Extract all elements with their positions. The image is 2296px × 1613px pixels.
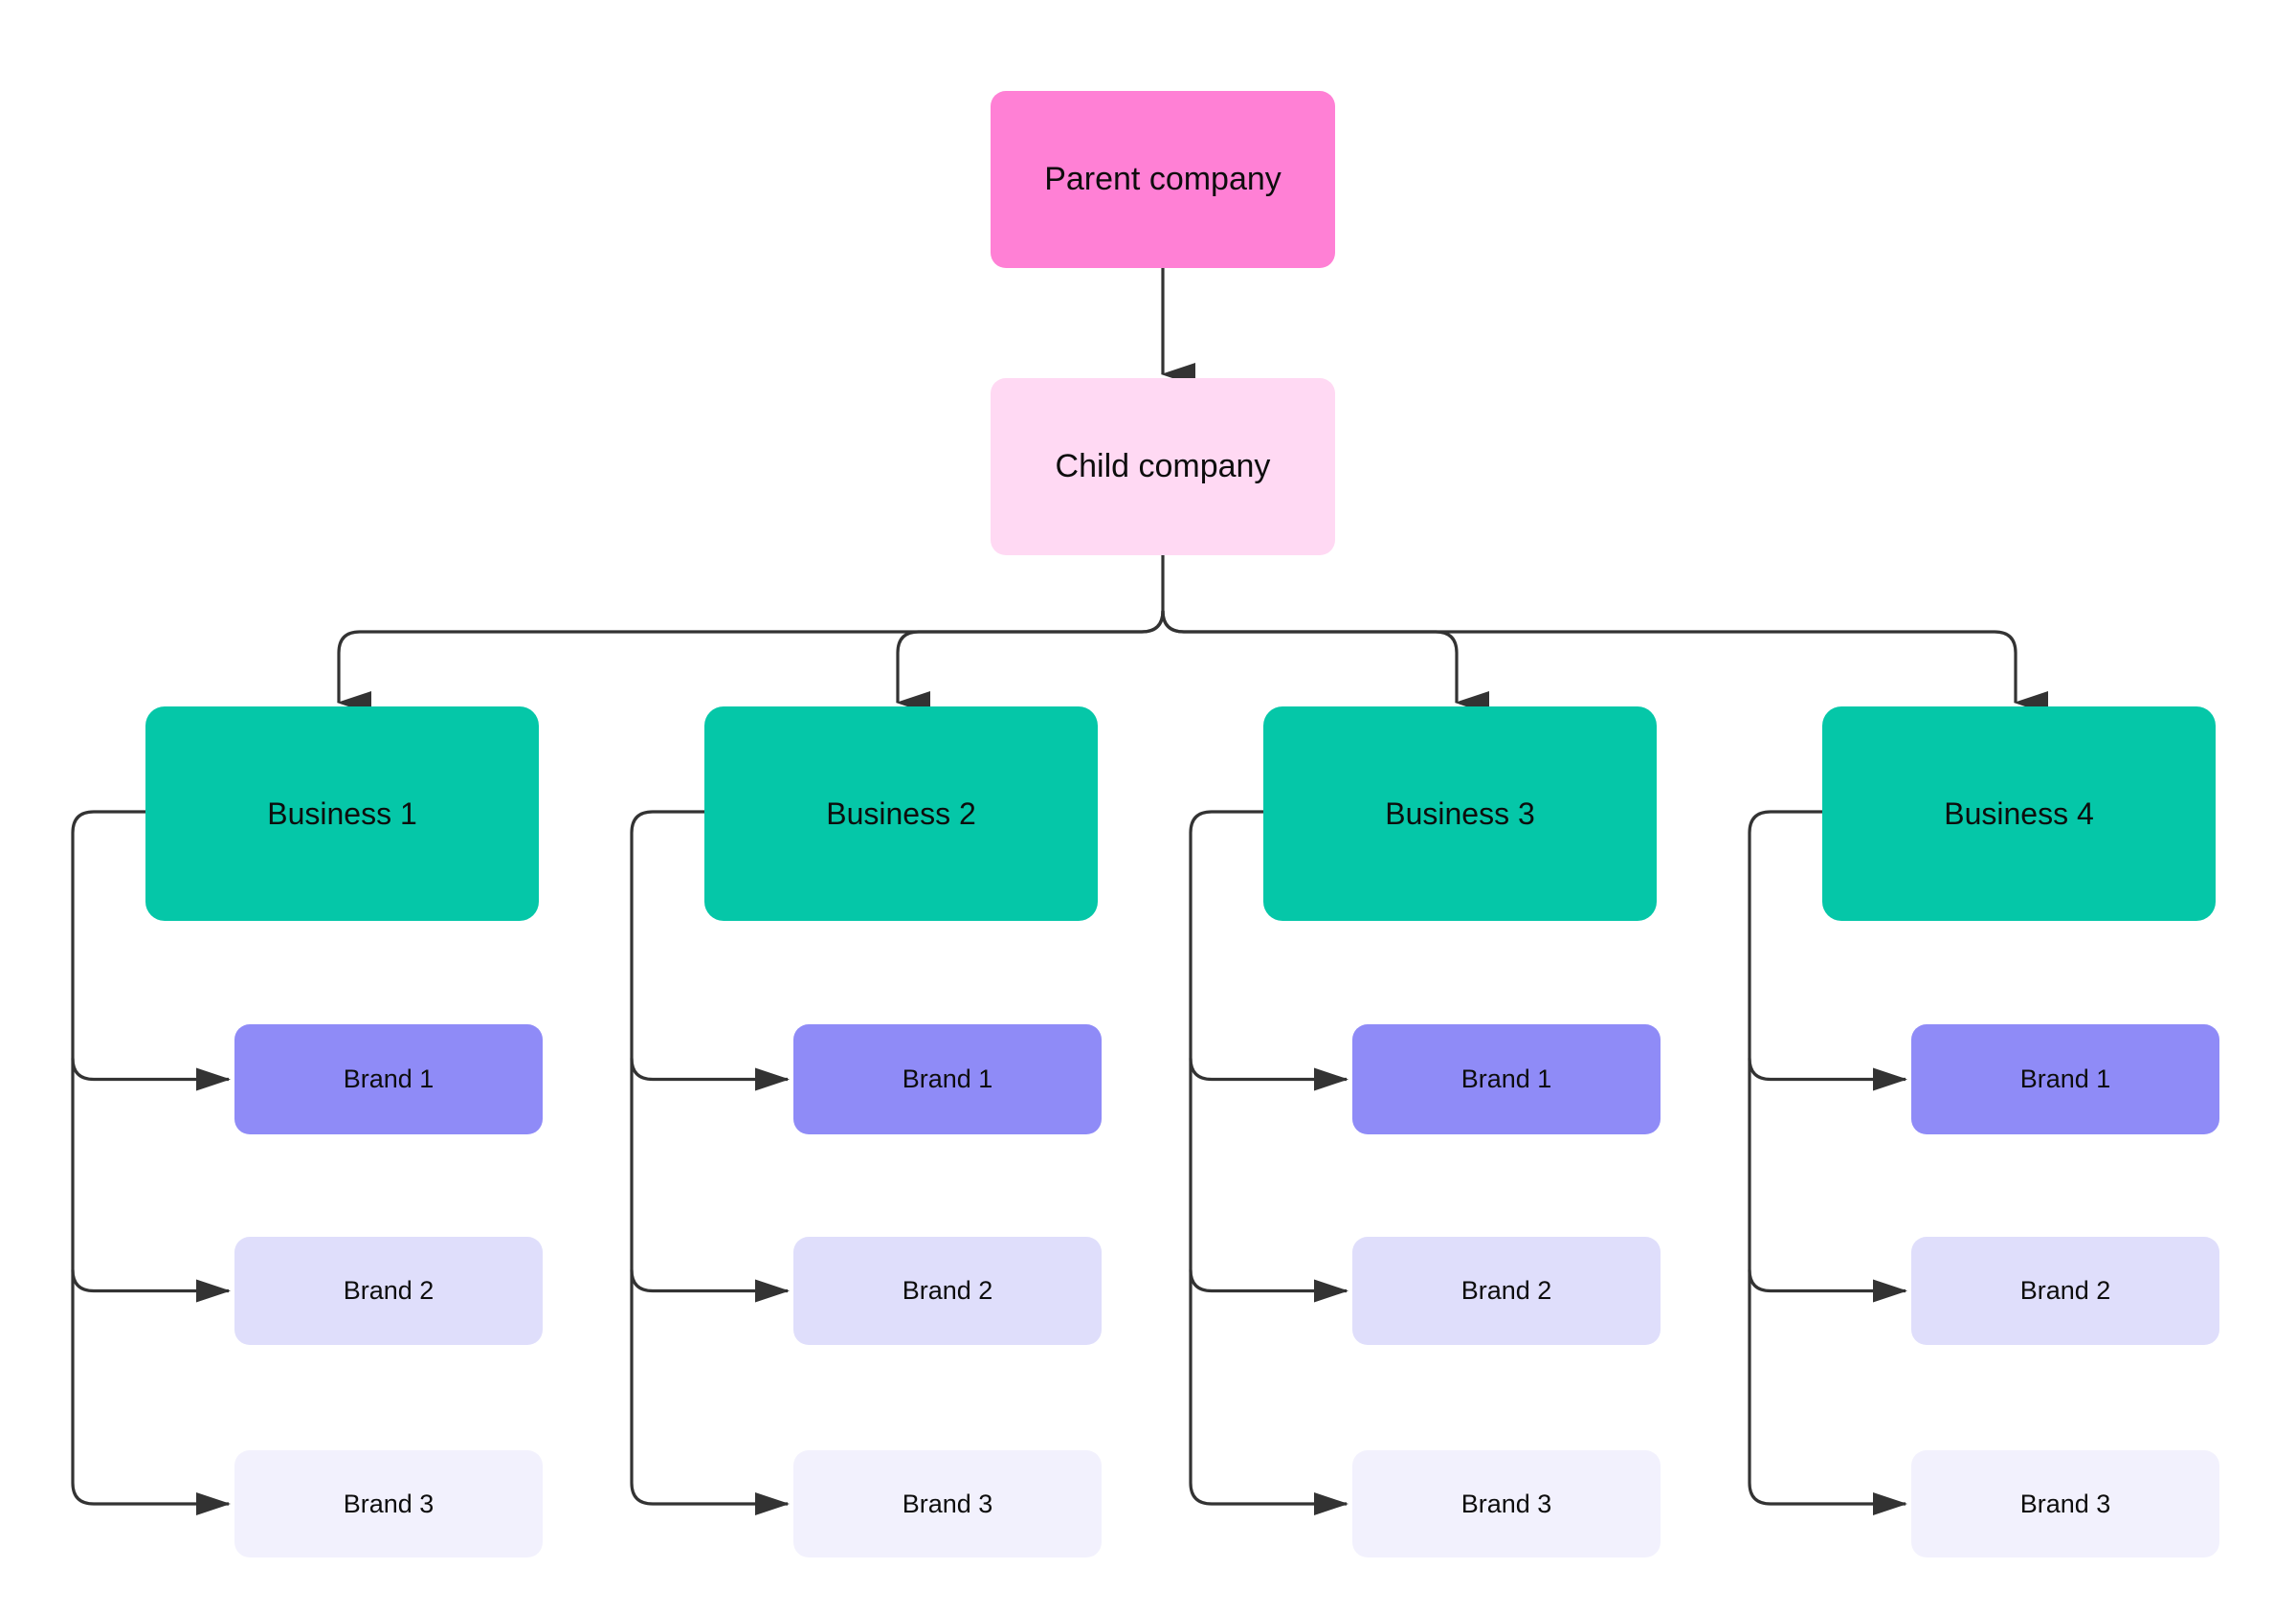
connector xyxy=(630,1482,790,1515)
node-business-2-label: Business 2 xyxy=(826,795,976,831)
node-business-3-brand-3-label: Brand 3 xyxy=(1460,1489,1552,1518)
connector xyxy=(1189,810,1263,1483)
node-business-2[interactable]: Business 2 xyxy=(704,706,1098,921)
node-business-2-brand-2[interactable]: Brand 2 xyxy=(793,1237,1102,1345)
connector xyxy=(71,810,145,1483)
connector xyxy=(1189,1482,1349,1515)
connector xyxy=(71,1269,231,1303)
node-business-1-label: Business 1 xyxy=(267,795,417,831)
node-business-4-brand-2-label: Brand 2 xyxy=(2019,1276,2111,1306)
node-child-company-label: Child company xyxy=(1055,448,1271,485)
node-business-4[interactable]: Business 4 xyxy=(1822,706,2216,921)
node-business-1-brand-1-label: Brand 1 xyxy=(343,1064,435,1094)
node-business-4-brand-1[interactable]: Brand 1 xyxy=(1911,1024,2219,1134)
node-business-1-brand-2[interactable]: Brand 2 xyxy=(234,1237,543,1345)
node-business-3-brand-1[interactable]: Brand 1 xyxy=(1352,1024,1661,1134)
node-business-2-brand-1-label: Brand 1 xyxy=(902,1064,993,1094)
node-business-1[interactable]: Business 1 xyxy=(145,706,539,921)
node-business-4-brand-3[interactable]: Brand 3 xyxy=(1911,1450,2219,1557)
connector xyxy=(1748,810,1822,1483)
node-business-4-brand-3-label: Brand 3 xyxy=(2019,1489,2111,1518)
connector xyxy=(1161,610,1489,714)
node-business-3-brand-2-label: Brand 2 xyxy=(1460,1276,1552,1306)
node-business-4-brand-2[interactable]: Brand 2 xyxy=(1911,1237,2219,1345)
connector xyxy=(337,610,1165,714)
node-business-2-brand-1[interactable]: Brand 1 xyxy=(793,1024,1102,1134)
connector xyxy=(71,1058,231,1091)
connector xyxy=(1748,1058,1907,1091)
node-business-3-brand-2[interactable]: Brand 2 xyxy=(1352,1237,1661,1345)
node-business-3[interactable]: Business 3 xyxy=(1263,706,1657,921)
node-business-1-brand-3-label: Brand 3 xyxy=(343,1489,435,1518)
node-child-company[interactable]: Child company xyxy=(991,378,1335,555)
connector xyxy=(71,1482,231,1515)
node-business-1-brand-2-label: Brand 2 xyxy=(343,1276,435,1306)
node-business-1-brand-1[interactable]: Brand 1 xyxy=(234,1024,543,1134)
node-business-4-label: Business 4 xyxy=(1944,795,2094,831)
connector xyxy=(1748,1482,1907,1515)
connector xyxy=(630,1058,790,1091)
node-business-4-brand-1-label: Brand 1 xyxy=(2019,1064,2111,1094)
connector xyxy=(1189,1269,1349,1303)
node-business-1-brand-3[interactable]: Brand 3 xyxy=(234,1450,543,1557)
connector xyxy=(1748,1269,1907,1303)
node-parent-company[interactable]: Parent company xyxy=(991,91,1335,268)
node-business-2-brand-2-label: Brand 2 xyxy=(902,1276,993,1306)
connector xyxy=(630,1269,790,1303)
connector xyxy=(1161,610,2048,714)
node-business-2-brand-3-label: Brand 3 xyxy=(902,1489,993,1518)
node-parent-company-label: Parent company xyxy=(1044,161,1282,198)
node-business-3-brand-3[interactable]: Brand 3 xyxy=(1352,1450,1661,1557)
connector xyxy=(630,810,704,1483)
connector xyxy=(896,610,1165,714)
node-business-3-label: Business 3 xyxy=(1385,795,1535,831)
node-business-2-brand-3[interactable]: Brand 3 xyxy=(793,1450,1102,1557)
connector xyxy=(1189,1058,1349,1091)
node-business-3-brand-1-label: Brand 1 xyxy=(1460,1064,1552,1094)
